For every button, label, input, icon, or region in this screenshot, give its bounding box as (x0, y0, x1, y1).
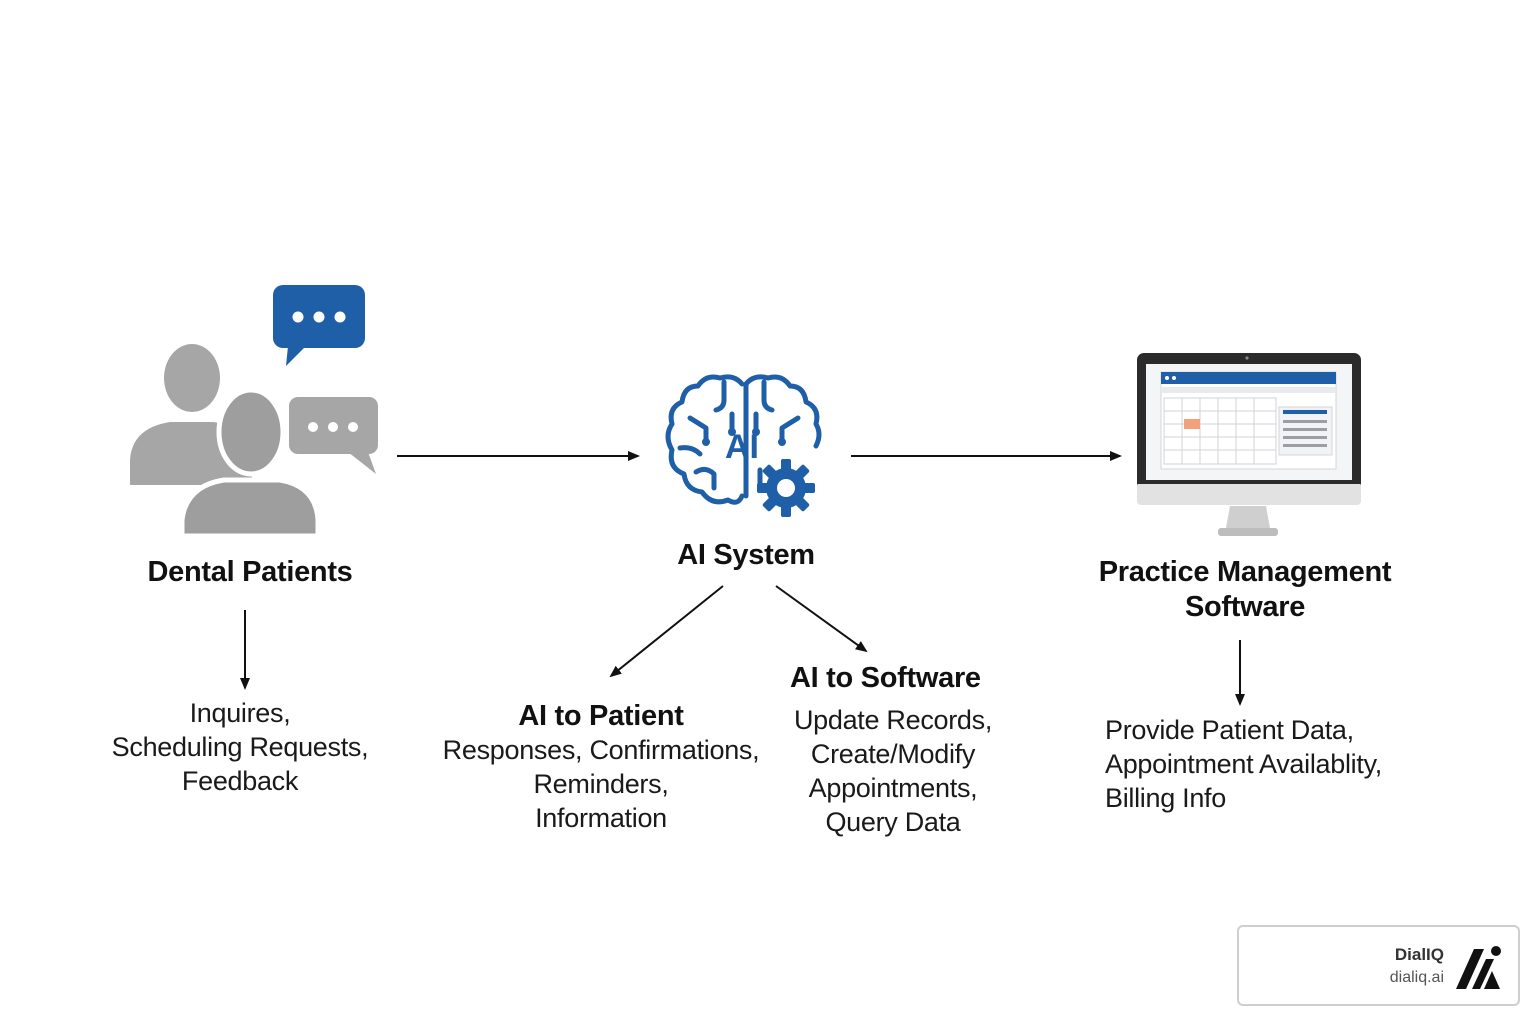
ai-to-patient-details: Responses, Confirmations, Reminders, Inf… (411, 733, 791, 835)
ai-to-software-detail-line: Create/Modify (810, 739, 976, 769)
patients-detail-line: Scheduling Requests, (111, 732, 369, 762)
software-detail-line: Billing Info (1105, 783, 1226, 813)
software-details: Provide Patient Data, Appointment Availa… (1105, 713, 1435, 815)
ai-to-patient-detail-line: Responses, Confirmations, (442, 735, 760, 765)
computer-monitor-icon (1137, 353, 1361, 536)
ai-to-software-detail-line: Update Records, (793, 705, 993, 735)
ai-to-software-title: AI to Software (790, 662, 981, 694)
patients-detail-line: Feedback (181, 766, 299, 796)
software-title: Practice Management Software (1070, 555, 1420, 625)
arrow-ai-to-software-branch (775, 585, 868, 653)
software-title-line: Software (1184, 591, 1306, 623)
ai-brain-label: AI (725, 428, 759, 466)
software-title-line: Practice Management (1098, 556, 1392, 588)
ai-brain-gear-icon (665, 374, 822, 517)
ai-to-patient-detail-line: Information (535, 803, 667, 833)
patients-detail-line: Inquires, (189, 698, 291, 728)
ai-system-title: AI System (677, 539, 815, 571)
ai-to-software-details: Update Records, Create/Modify Appointmen… (763, 703, 1023, 839)
dialiq-watermark: DialIQ dialiq.ai (1237, 925, 1520, 1006)
ai-to-patient-title: AI to Patient (518, 700, 684, 732)
ai-to-patient-detail-line: Reminders, (533, 769, 669, 799)
patients-details: Inquires, Scheduling Requests, Feedback (90, 696, 390, 798)
software-detail-line: Appointment Availablity, (1105, 749, 1382, 779)
dialiq-logo-icon (1456, 946, 1501, 989)
arrow-ai-to-patient (609, 585, 724, 678)
watermark-url: dialiq.ai (1389, 969, 1444, 986)
patients-title: Dental Patients (147, 556, 353, 588)
people-chat-icon (130, 285, 378, 539)
ai-to-software-detail-line: Query Data (825, 807, 961, 837)
ai-to-software-detail-line: Appointments, (808, 773, 978, 803)
software-detail-line: Provide Patient Data, (1105, 715, 1354, 745)
watermark-name: DialIQ (1394, 945, 1444, 964)
